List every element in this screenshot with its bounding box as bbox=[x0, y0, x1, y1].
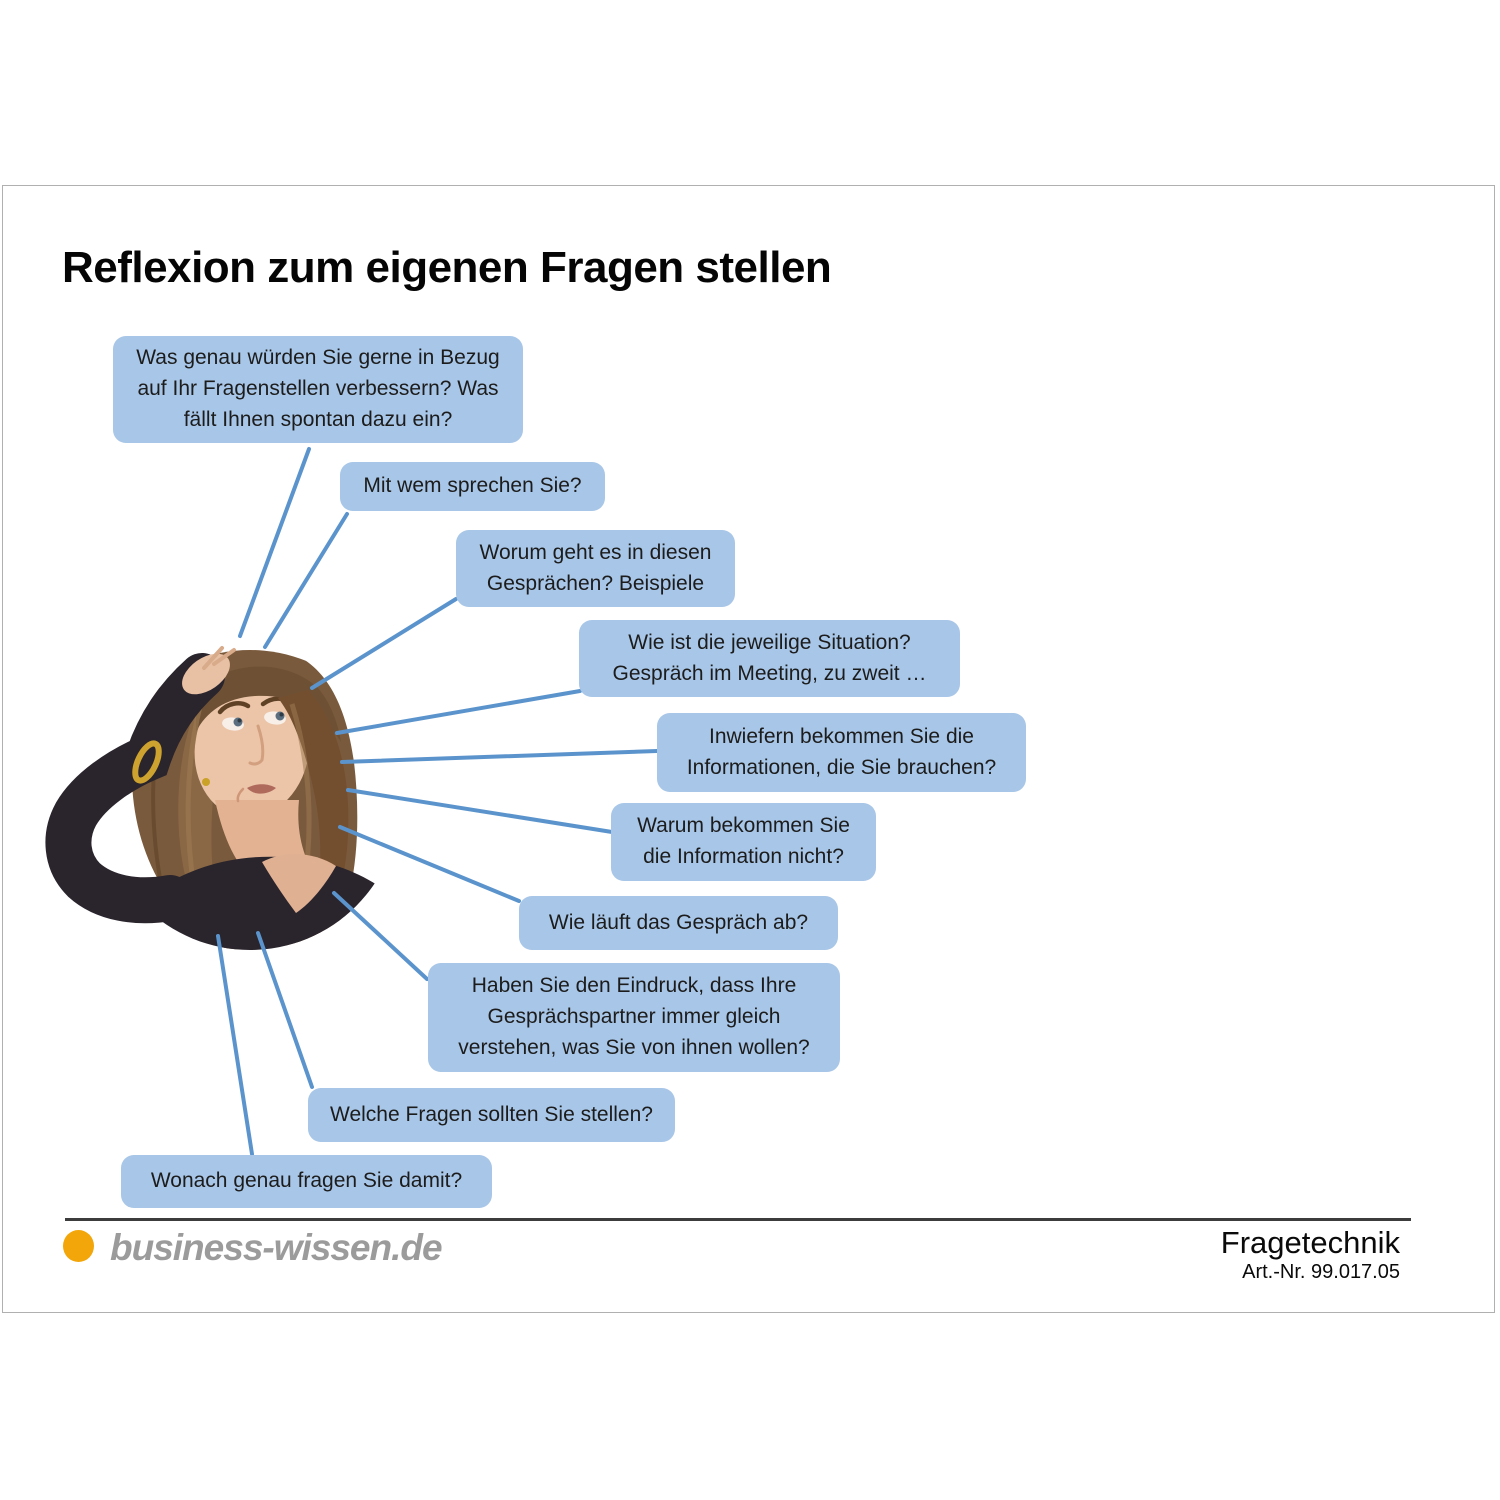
connector-line bbox=[263, 512, 349, 649]
connector-line bbox=[238, 447, 311, 638]
bracelet bbox=[132, 740, 162, 784]
connector-line bbox=[216, 934, 254, 1156]
connector-line bbox=[346, 788, 614, 834]
connector-line bbox=[335, 689, 582, 735]
connector-line bbox=[332, 891, 429, 981]
footer-topic: Fragetechnik bbox=[1220, 1225, 1400, 1260]
question-bubble: Warum bekommen Sie die Information nicht… bbox=[611, 803, 876, 881]
connector-line bbox=[310, 597, 458, 690]
footer-divider bbox=[65, 1218, 1411, 1221]
question-bubble: Haben Sie den Eindruck, dass Ihre Gesprä… bbox=[428, 963, 840, 1072]
connector-lines bbox=[216, 447, 659, 1156]
question-bubble: Wie ist die jeweilige Situation? Gespräc… bbox=[579, 620, 960, 697]
question-bubble: Wonach genau fragen Sie damit? bbox=[121, 1155, 492, 1208]
hand bbox=[182, 653, 230, 695]
question-bubble: Was genau würden Sie gerne in Bezug auf … bbox=[113, 336, 523, 443]
connector-line bbox=[338, 825, 521, 903]
connector-line bbox=[340, 749, 659, 764]
page-title: Reflexion zum eigenen Fragen stellen bbox=[62, 243, 832, 292]
arm bbox=[45, 653, 225, 924]
question-bubble: Welche Fragen sollten Sie stellen? bbox=[308, 1088, 675, 1142]
brand-logo-text: business-wissen.de bbox=[110, 1227, 443, 1268]
connector-line bbox=[256, 931, 314, 1089]
question-bubble: Wie läuft das Gespräch ab? bbox=[519, 896, 838, 950]
footer-article-number: Art.-Nr. 99.017.05 bbox=[1242, 1261, 1400, 1283]
question-bubble: Inwiefern bekommen Sie die Informationen… bbox=[657, 713, 1026, 792]
question-bubble: Worum geht es in diesen Gesprächen? Beis… bbox=[456, 530, 735, 607]
thinking-woman-photo bbox=[45, 646, 400, 950]
question-bubble: Mit wem sprechen Sie? bbox=[340, 462, 605, 511]
brand-dot-icon bbox=[63, 1230, 94, 1262]
